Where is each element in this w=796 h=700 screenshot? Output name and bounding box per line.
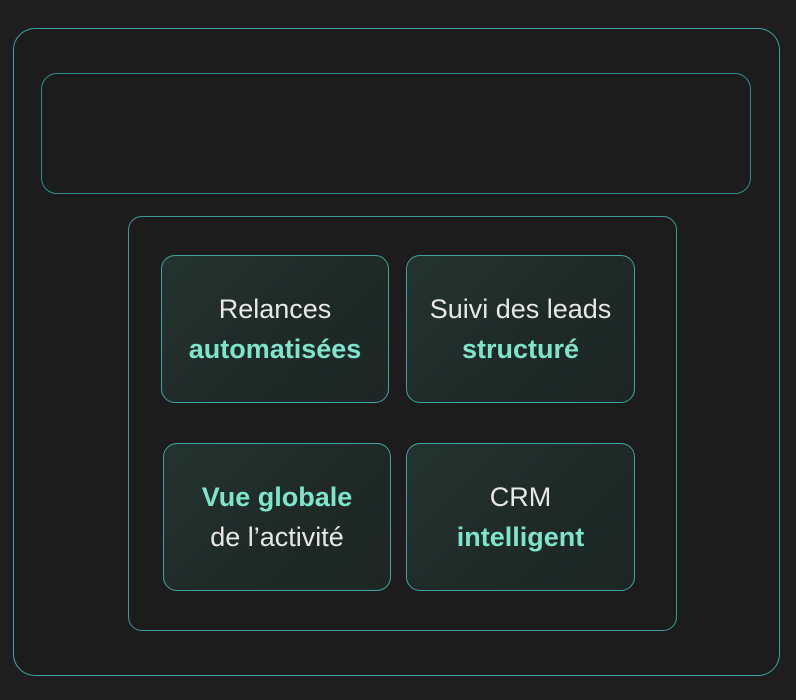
feature-card-title: de l’activité <box>210 522 344 552</box>
feature-card-crm: CRM intelligent <box>406 443 635 591</box>
feature-card-relances: Relances automatisées <box>161 255 389 403</box>
feature-card-title: Suivi des leads <box>429 294 612 324</box>
feature-card-title: Relances <box>218 294 332 324</box>
feature-card-highlight: intelligent <box>456 522 585 552</box>
feature-card-title: CRM <box>489 482 552 512</box>
feature-card-vue-globale: Vue globale de l’activité <box>163 443 391 591</box>
feature-card-highlight: structuré <box>461 334 580 364</box>
feature-card-highlight: Vue globale <box>201 482 353 512</box>
feature-card-suivi-leads: Suivi des leads structuré <box>406 255 635 403</box>
top-bar-placeholder <box>41 73 751 194</box>
feature-card-highlight: automatisées <box>188 334 362 364</box>
